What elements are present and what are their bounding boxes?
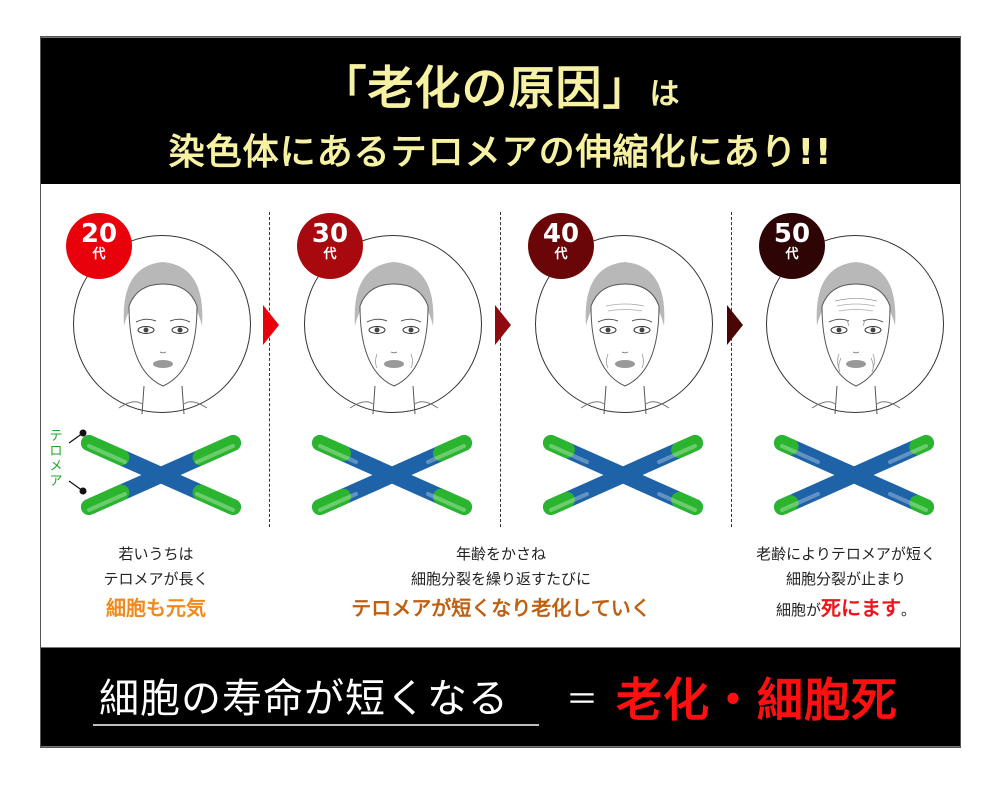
age-unit: 代: [785, 247, 799, 262]
age-number: 30: [311, 219, 349, 249]
infographic-panel: 「老化の原因」は 染色体にあるテロメアの伸縮化にあり!! テロメア 20 代: [40, 36, 961, 748]
woman-face-icon: [811, 262, 901, 414]
woman-face-icon: [580, 262, 670, 414]
caption-middle-line2: 細胞分裂を繰り返すたびに: [410, 570, 591, 588]
footer-banner: 細胞の寿命が短くなる ＝ 老化・細胞死: [41, 647, 960, 747]
caption-old-line3: 細胞が死にます。: [731, 592, 961, 624]
caption-old-line1: 老齢によりテロメアが短く: [756, 545, 936, 563]
chromosome-icon: [774, 435, 934, 515]
caption-young-emphasis: 細胞も元気: [106, 596, 206, 620]
age-badge: 20 代: [66, 213, 132, 279]
age-number: 20: [80, 219, 118, 249]
woman-face-icon: [349, 262, 439, 414]
chromosome-icon: [312, 435, 472, 515]
age-badge: 50 代: [759, 213, 825, 279]
caption-middle: 年齢をかさね 細胞分裂を繰り返すたびに テロメアが短くなり老化していく: [291, 542, 711, 624]
headline-suffix: は: [649, 77, 681, 112]
age-number: 50: [773, 219, 811, 249]
caption-middle-line1: 年齢をかさね: [455, 545, 546, 563]
chromosome-icon: [81, 435, 241, 515]
caption-young-line2: テロメアが長く: [103, 570, 209, 588]
age-number: 40: [542, 219, 580, 249]
caption-old: 老齢によりテロメアが短く 細胞分裂が止まり 細胞が死にます。: [731, 542, 961, 624]
face-frame: [73, 235, 251, 414]
age-stage-20: 20 代: [49, 201, 279, 531]
telomere-label: テロメア: [49, 429, 63, 489]
face-frame: [535, 235, 713, 414]
subheadline: 染色体にあるテロメアの伸縮化にあり!!: [168, 132, 833, 173]
headline: 「老化の原因」は: [41, 52, 960, 118]
footer-right-text: 老化・細胞死: [616, 673, 898, 727]
age-badge: 40 代: [528, 213, 594, 279]
caption-old-suffix: 。: [901, 601, 917, 619]
equals-sign: ＝: [566, 680, 599, 718]
age-stage-50: 50 代: [742, 201, 972, 531]
age-unit: 代: [92, 247, 106, 262]
divider-2: [500, 212, 501, 527]
caption-middle-emphasis: テロメアが短くなり老化していく: [351, 596, 651, 620]
caption-young: 若いうちは テロメアが長く 細胞も元気: [61, 542, 251, 624]
divider-1: [269, 212, 270, 527]
divider-3: [731, 212, 732, 527]
age-unit: 代: [323, 247, 337, 262]
caption-old-emphasis: 死にます: [821, 596, 901, 620]
header-banner: 「老化の原因」は 染色体にあるテロメアの伸縮化にあり!!: [41, 37, 960, 184]
headline-main: 「老化の原因」: [320, 61, 650, 115]
footer-left-text: 細胞の寿命が短くなる: [99, 676, 509, 722]
footer-underline: [93, 724, 539, 726]
caption-old-line2: 細胞分裂が止まり: [785, 570, 906, 588]
age-badge: 30 代: [297, 213, 363, 279]
arrow-right-icon: [263, 305, 279, 345]
face-frame: [766, 235, 944, 414]
age-unit: 代: [554, 247, 568, 262]
face-frame: [304, 235, 482, 414]
telomere-pointer-icon: [68, 429, 87, 495]
arrow-right-icon: [727, 305, 743, 345]
caption-old-prefix: 細胞が: [775, 601, 821, 619]
age-stage-30: 30 代: [280, 201, 510, 531]
age-stage-40: 40 代: [511, 201, 741, 531]
caption-young-line1: 若いうちは: [118, 545, 194, 563]
arrow-right-icon: [495, 305, 511, 345]
chromosome-icon: [543, 435, 703, 515]
woman-face-icon: [118, 262, 208, 414]
